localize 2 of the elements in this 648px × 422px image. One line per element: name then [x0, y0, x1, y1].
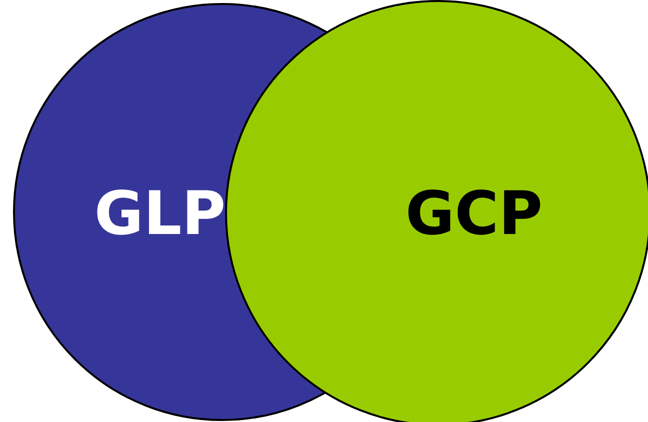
circle-label: GLP — [94, 184, 226, 244]
circle-label: GCP — [405, 184, 543, 244]
